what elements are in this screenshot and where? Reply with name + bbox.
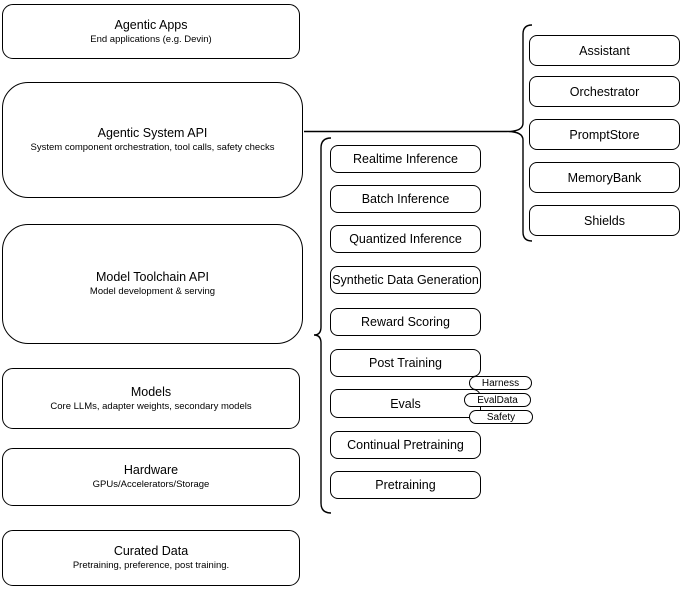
toolchain-node-synthetic-data-generation: Synthetic Data Generation [330,266,481,294]
toolchain-node-post-training: Post Training [330,349,481,377]
node-title: Agentic System API [97,126,208,140]
node-curated-data: Curated Data Pretraining, preference, po… [2,530,300,586]
system-node-assistant: Assistant [529,35,680,66]
node-title: Hardware [123,463,179,477]
node-title: Agentic Apps [114,17,188,32]
toolchain-node-continual-pretraining: Continual Pretraining [330,431,481,459]
node-model-toolchain-api: Model Toolchain API Model development & … [2,224,303,344]
node-models: Models Core LLMs, adapter weights, secon… [2,368,300,429]
toolchain-node-quantized-inference: Quantized Inference [330,225,481,253]
node-title: Model Toolchain API [95,270,210,284]
toolchain-node-reward-scoring: Reward Scoring [330,308,481,336]
node-title: Models [130,384,172,399]
system-node-shields: Shields [529,205,680,236]
system-node-promptstore: PromptStore [529,119,680,150]
system-node-memorybank: MemoryBank [529,162,680,193]
toolchain-node-evals: Evals [330,389,481,418]
node-subtitle: Model development & serving [89,286,216,297]
node-subtitle: End applications (e.g. Devin) [90,33,212,45]
system-node-orchestrator: Orchestrator [529,76,680,107]
node-hardware: Hardware GPUs/Accelerators/Storage [2,448,300,506]
toolchain-node-pretraining: Pretraining [330,471,481,499]
tag-safety: Safety [469,410,533,424]
tag-harness: Harness [469,376,532,390]
node-agentic-apps: Agentic Apps End applications (e.g. Devi… [2,4,300,59]
node-agentic-system-api: Agentic System API System component orch… [2,82,303,198]
node-subtitle: System component orchestration, tool cal… [30,142,275,153]
node-subtitle: GPUs/Accelerators/Storage [92,479,210,490]
toolchain-node-realtime-inference: Realtime Inference [330,145,481,173]
system-brace [506,24,533,242]
node-title: Curated Data [113,544,189,558]
node-subtitle: Core LLMs, adapter weights, secondary mo… [50,400,252,412]
node-subtitle: Pretraining, preference, post training. [72,560,230,571]
tag-evaldata: EvalData [464,393,531,407]
toolchain-brace [313,137,332,514]
toolchain-node-batch-inference: Batch Inference [330,185,481,213]
